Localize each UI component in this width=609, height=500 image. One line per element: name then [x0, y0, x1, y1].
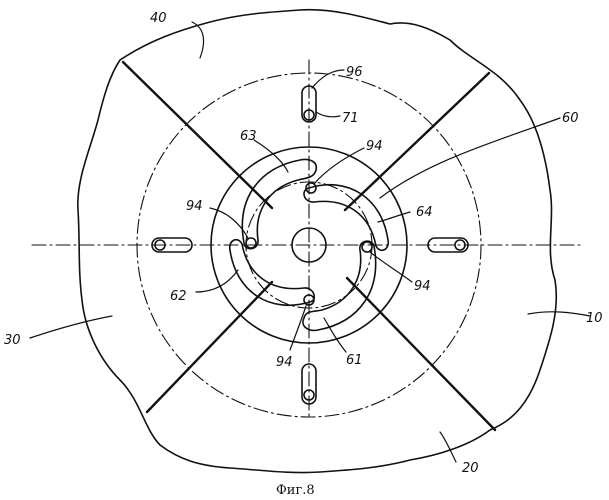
- slot-61: [303, 241, 376, 330]
- label-96: 96: [346, 65, 363, 80]
- rib-sw: [147, 282, 272, 412]
- label-30: 30: [4, 333, 21, 348]
- label-61: 61: [346, 353, 363, 368]
- slot-63: [242, 159, 316, 248]
- label-71: 71: [342, 111, 359, 126]
- pin-right: [362, 242, 372, 252]
- leader-71: [316, 112, 340, 117]
- label-94-top: 94: [366, 139, 383, 154]
- label-62: 62: [170, 289, 187, 304]
- outer-boundary: [78, 10, 557, 473]
- label-64: 64: [416, 205, 433, 220]
- leader-10: [528, 312, 590, 316]
- label-94-right: 94: [414, 279, 431, 294]
- leader-63: [254, 140, 288, 172]
- label-94-bottom: 94: [276, 355, 293, 370]
- label-60: 60: [562, 111, 579, 126]
- leader-94-top: [314, 148, 364, 184]
- label-20: 20: [462, 461, 479, 476]
- label-63: 63: [240, 129, 257, 144]
- figure-caption: Фиг.8: [276, 483, 315, 498]
- leader-61: [324, 318, 346, 352]
- label-10: 10: [586, 311, 603, 326]
- label-94-left: 94: [186, 199, 203, 214]
- label-40: 40: [150, 11, 167, 26]
- rib-se: [347, 278, 495, 430]
- leader-30: [30, 316, 112, 338]
- pin-left: [246, 238, 256, 248]
- leader-20: [440, 432, 456, 462]
- leader-64: [378, 212, 410, 222]
